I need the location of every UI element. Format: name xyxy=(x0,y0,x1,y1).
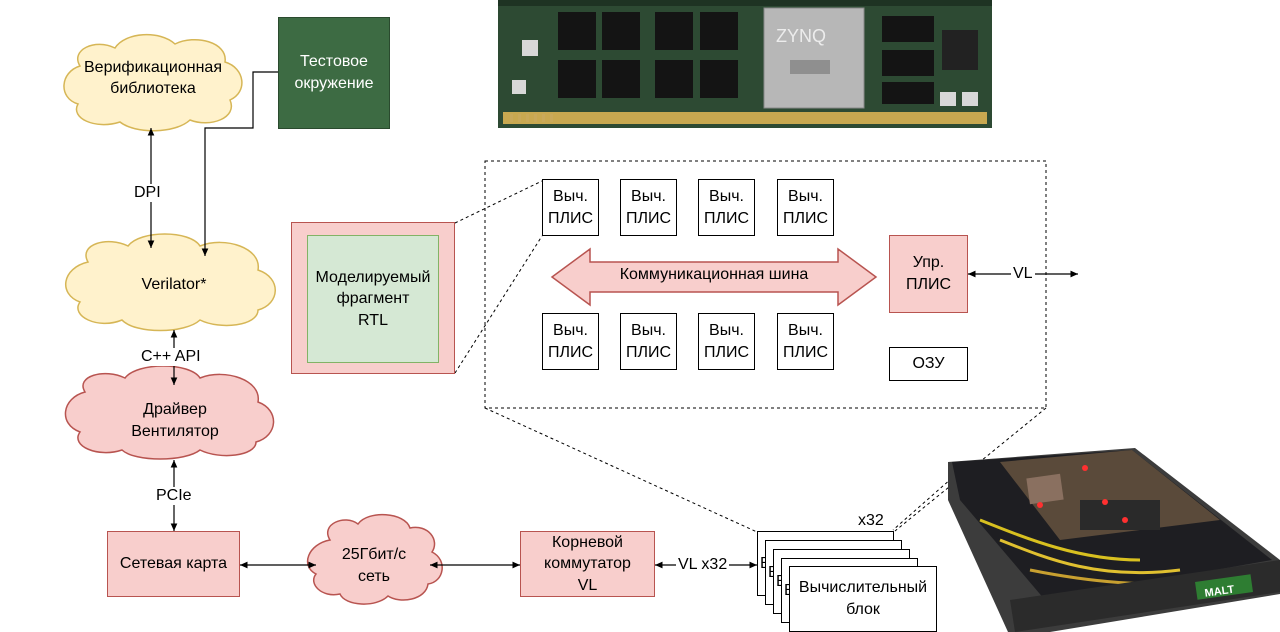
compute-block-box: Вычислительный блок xyxy=(789,566,937,632)
verif-lib-label: Верификационная библиотека xyxy=(84,59,222,97)
cloud-driver xyxy=(64,365,275,460)
driver-label: Драйвер Вентилятор xyxy=(131,401,219,441)
compute-fpga: Выч. ПЛИС xyxy=(777,313,834,370)
pcie-label: PCIe xyxy=(154,487,194,505)
control-fpga-box: Упр. ПЛИС xyxy=(889,235,968,313)
x32-label: x32 xyxy=(858,512,884,529)
server-brand-text: MALT xyxy=(1204,584,1235,600)
compute-fpga: Выч. ПЛИС xyxy=(542,313,599,370)
model-rtl-box: Моделируемый фрагмент RTL xyxy=(307,235,439,363)
ram-box: ОЗУ xyxy=(889,347,968,381)
compute-fpga: Выч. ПЛИС xyxy=(620,313,677,370)
communication-bus-arrow xyxy=(550,247,878,307)
compute-fpga: Выч. ПЛИС xyxy=(777,179,834,236)
verilator-label: Verilator* xyxy=(141,276,207,293)
zoom-region xyxy=(484,160,1047,409)
server-photo xyxy=(948,448,1280,632)
dpi-label: DPI xyxy=(132,184,163,202)
root-switch-box: Корневой коммутатор VL xyxy=(520,531,655,597)
network-label: 25Гбит/с сеть xyxy=(341,546,407,586)
fpga-board-photo xyxy=(498,0,992,128)
compute-fpga: Выч. ПЛИС xyxy=(620,179,677,236)
cloud-verif-lib xyxy=(63,33,243,132)
cloud-network xyxy=(306,513,443,605)
compute-fpga: Выч. ПЛИС xyxy=(698,179,755,236)
vl-x32-label: VL x32 xyxy=(676,556,730,574)
test-environment-box: Тестовое окружение xyxy=(278,17,390,129)
vl-label: VL xyxy=(1011,265,1035,283)
network-card-box: Сетевая карта xyxy=(107,531,240,597)
compute-fpga: Выч. ПЛИС xyxy=(698,313,755,370)
compute-fpga: Выч. ПЛИС xyxy=(542,179,599,236)
cpp-api-label: C++ API xyxy=(139,348,203,366)
board-chip-text: ZYNQ xyxy=(776,26,826,46)
communication-bus-label: Коммуникационная шина xyxy=(619,266,809,283)
